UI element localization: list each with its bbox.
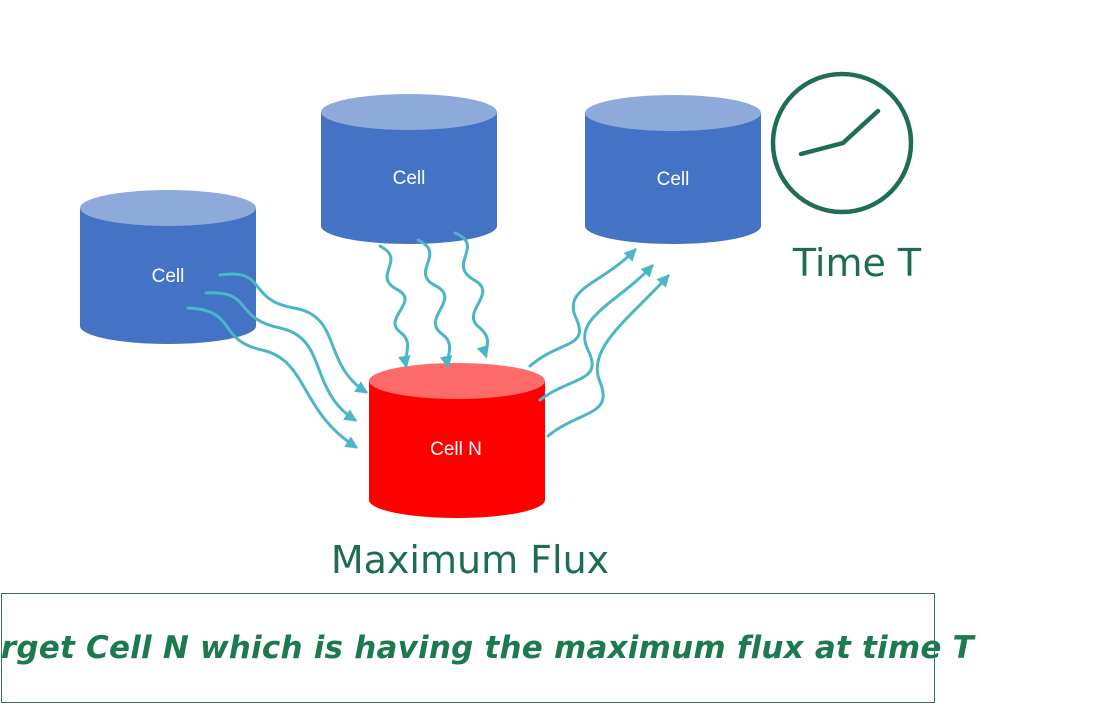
flux-arrow-right-2 (538, 264, 654, 402)
clock-icon (770, 71, 914, 215)
flux-arrow-left-2 (204, 291, 358, 422)
caption-text: Target Cell N which is having the maximu… (0, 630, 974, 666)
cell-center-label: Cell (393, 168, 426, 189)
cell-right-body (585, 113, 761, 244)
target-cell-label: Cell N (430, 439, 482, 460)
flux-arrow-center-2 (416, 238, 453, 369)
cell-center: Cell (321, 94, 497, 244)
target-cell-top (369, 363, 545, 399)
cell-left-body (80, 208, 256, 344)
maximum-flux-label: Maximum Flux (331, 538, 609, 582)
cell-left-top (80, 190, 256, 226)
cell-left: Cell (80, 190, 256, 344)
flux-arrow-center-1 (378, 244, 411, 369)
cell-left-label: Cell (152, 266, 185, 287)
flux-arrow-left-1 (218, 272, 369, 394)
flux-diagram: Cell Cell Cell Cell N (80, 71, 922, 582)
cell-right: Cell (585, 95, 761, 244)
flux-arrow-right-3 (546, 274, 670, 438)
flux-arrow-left-3 (186, 306, 359, 449)
flux-arrow-center-3 (453, 231, 490, 359)
cell-center-top (321, 94, 497, 130)
cell-right-label: Cell (657, 169, 690, 190)
time-label: Time T (792, 241, 922, 285)
target-cell-body (369, 381, 545, 518)
cell-right-top (585, 95, 761, 131)
cell-center-body (321, 112, 497, 244)
target-cell: Cell N (369, 363, 545, 518)
caption-box: Target Cell N which is having the maximu… (0, 593, 974, 703)
flux-arrows (186, 231, 670, 449)
flux-arrow-right-1 (528, 248, 637, 368)
